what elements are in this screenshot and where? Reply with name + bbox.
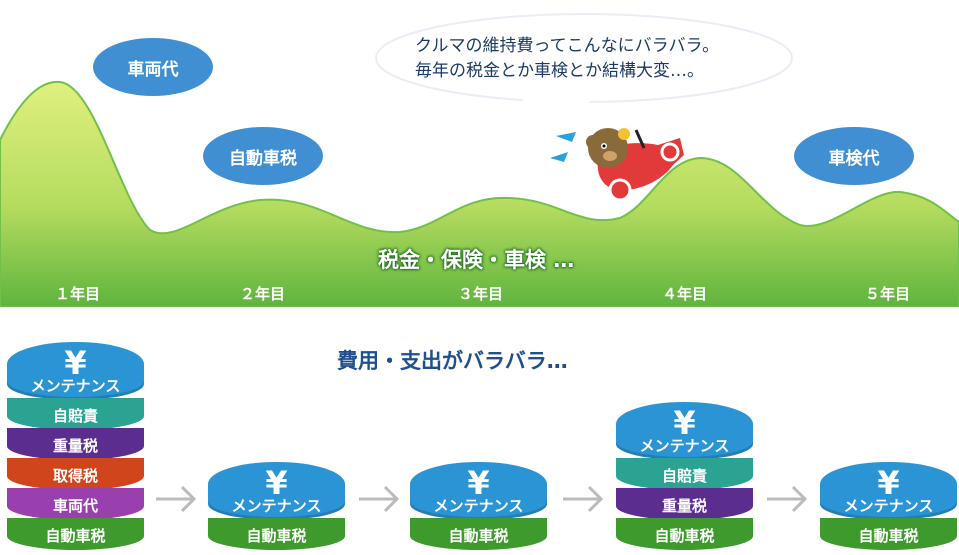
stack-tier: 重量税	[616, 488, 753, 520]
stack-tier-label: メンテナンス	[433, 497, 524, 515]
stack-tier: 自動車税	[616, 518, 753, 550]
bubble-vehicle-cost: 車両代	[93, 38, 213, 96]
stack-tier-label: 自動車税	[654, 527, 715, 545]
character-car-illustration	[550, 128, 684, 202]
stack-tier-label: 自動車税	[858, 527, 919, 545]
stack-tier: 車両代	[7, 488, 144, 520]
arrow-right-icon	[359, 485, 400, 513]
speech-line-2: 毎年の税金とか車検とか結構大変…。	[415, 61, 704, 81]
bubble-auto-tax: 自動車税	[203, 127, 323, 185]
stack-tier-label: メンテナンス	[231, 497, 322, 515]
headline: 費用・支出がバラバラ…	[337, 349, 568, 373]
speech-text: クルマの維持費ってこんなにバラバラ。 毎年の税金とか車検とか結構大変…。	[415, 34, 719, 84]
stack-tier-label: 重量税	[52, 437, 98, 455]
stack-tier: 自動車税	[7, 518, 144, 550]
stack-tier: 自賠責	[616, 458, 753, 490]
stack-tier: 重量税	[7, 428, 144, 460]
stack-tier-label: 自賠責	[661, 467, 707, 485]
yen-icon: ¥	[467, 464, 490, 502]
stack-tier: 自動車税	[410, 518, 547, 550]
yen-icon: ¥	[265, 464, 288, 502]
year-label-4: ４年目	[662, 285, 708, 303]
year-label-2: ２年目	[240, 285, 286, 303]
bubble-inspection-cost: 車検代	[794, 127, 914, 185]
speech-line-1: クルマの維持費ってこんなにバラバラ。	[415, 36, 720, 56]
stack-tier-label: 自動車税	[246, 527, 307, 545]
coin-top: ¥メンテナンス	[616, 402, 753, 460]
stack-tier: 自賠責	[7, 398, 144, 430]
arrow-right-icon	[156, 485, 197, 513]
stack-tier-label: 車両代	[52, 497, 98, 515]
year-label-5: ５年目	[865, 285, 911, 303]
year-label-3: ３年目	[458, 285, 504, 303]
coin-top: ¥メンテナンス	[410, 462, 547, 520]
stack-tier-label: 重量税	[661, 497, 707, 515]
yen-icon: ¥	[64, 344, 87, 382]
stack-tier-label: 自動車税	[45, 527, 106, 545]
stack-tier: 自動車税	[820, 518, 957, 550]
hill-cost-label: 税金・保険・車検 …	[378, 248, 575, 272]
arrow-right-icon	[563, 485, 604, 513]
speech-cloud	[375, 13, 793, 122]
stack-tier: 取得税	[7, 458, 144, 490]
cost-stack-year-1: ¥メンテナンス自賠責重量税取得税車両代自動車税	[7, 342, 144, 550]
coin-top: ¥メンテナンス	[7, 342, 144, 400]
stack-tier-label: メンテナンス	[639, 437, 730, 455]
coin-top: ¥メンテナンス	[208, 462, 345, 520]
cost-stack-year-4: ¥メンテナンス自賠責重量税自動車税	[616, 402, 753, 550]
coin-top: ¥メンテナンス	[820, 462, 957, 520]
cost-stack-year-2: ¥メンテナンス自動車税	[208, 462, 345, 550]
stack-tier-label: 取得税	[52, 467, 98, 485]
stack-tier-label: 自動車税	[448, 527, 509, 545]
year-label-1: １年目	[55, 285, 101, 303]
stack-tier-label: メンテナンス	[843, 497, 934, 515]
stack-tier-label: 自賠責	[52, 407, 98, 425]
cost-stack-year-3: ¥メンテナンス自動車税	[410, 462, 547, 550]
cost-stack-year-5: ¥メンテナンス自動車税	[820, 462, 957, 550]
arrow-right-icon	[767, 485, 808, 513]
hills-background	[0, 80, 959, 307]
stack-tier-label: メンテナンス	[30, 377, 121, 395]
stack-tier: 自動車税	[208, 518, 345, 550]
yen-icon: ¥	[673, 404, 696, 442]
yen-icon: ¥	[877, 464, 900, 502]
